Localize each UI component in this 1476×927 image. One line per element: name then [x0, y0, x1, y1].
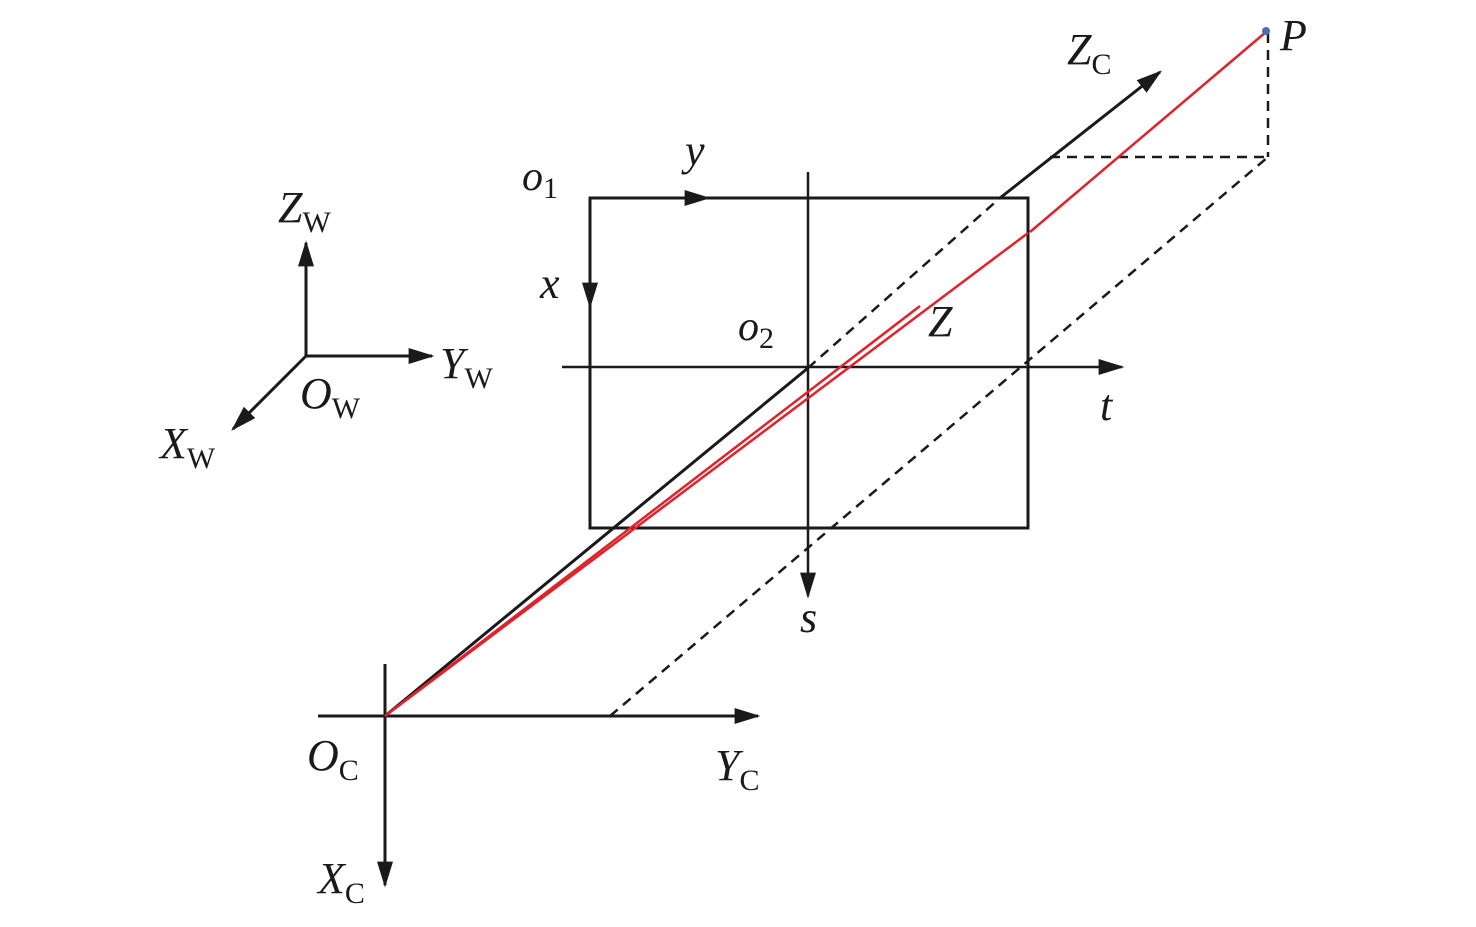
world-frame: ZW YW OW XW — [158, 183, 493, 475]
image-corner-origin-label: o1 — [522, 154, 558, 205]
world-origin-label: OW — [300, 369, 361, 425]
world-x-label: XW — [158, 419, 216, 475]
ray-z-label: Z — [928, 297, 953, 346]
camera-z-axis-lower — [384, 366, 809, 718]
image-plane: o1 y x o2 t s — [522, 126, 1125, 642]
image-center-origin-label: o2 — [738, 304, 774, 355]
point-p-label: P — [1279, 11, 1307, 60]
image-s-label: s — [800, 593, 817, 642]
point-p-marker — [1262, 27, 1270, 35]
image-t-label: t — [1100, 381, 1114, 430]
camera-x-label: XC — [316, 854, 365, 910]
camera-origin-label: OC — [307, 731, 359, 787]
image-x-label: x — [539, 259, 560, 308]
optical-axis-dashed-segment — [807, 197, 1001, 369]
world-x-axis — [231, 354, 308, 431]
world-y-label: YW — [440, 339, 493, 395]
image-y-label: y — [681, 126, 705, 175]
rays: Z — [384, 31, 1267, 717]
ground-projection-line — [609, 156, 1269, 717]
projection-guides — [609, 33, 1270, 717]
camera-frame: OC YC XC ZC — [307, 25, 1163, 910]
camera-z-axis-upper — [999, 70, 1163, 200]
ray-to-point-lower — [384, 232, 1029, 717]
world-z-label: ZW — [278, 183, 331, 239]
camera-y-label: YC — [715, 741, 760, 797]
ray-to-point-upper — [1029, 31, 1267, 233]
ray-z-short — [384, 305, 921, 717]
camera-z-label: ZC — [1067, 25, 1112, 81]
point-p: P — [1262, 11, 1307, 60]
